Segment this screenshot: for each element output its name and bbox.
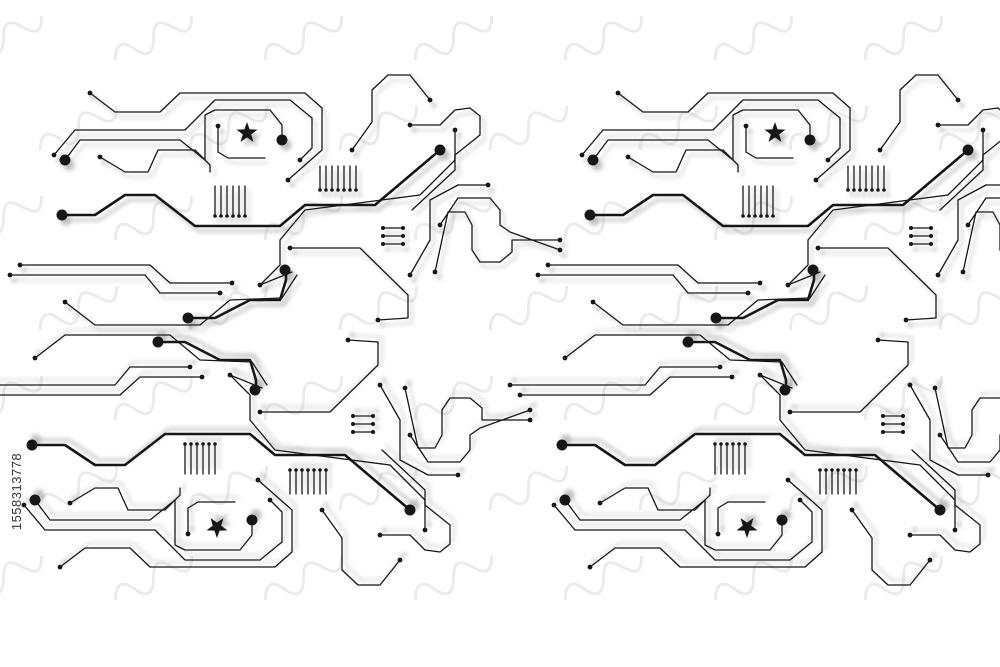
watermark-glyph bbox=[638, 465, 719, 511]
circuit-quadrant-top-right bbox=[536, 75, 1000, 325]
watermark-glyph bbox=[563, 195, 644, 241]
stock-id-text: 1558313778 bbox=[9, 452, 25, 530]
watermark-glyph bbox=[113, 195, 194, 241]
watermark-glyph bbox=[263, 195, 344, 241]
watermark-glyph bbox=[0, 15, 44, 61]
watermark-glyph bbox=[488, 465, 569, 511]
watermark-glyph bbox=[38, 285, 119, 331]
watermark-glyph bbox=[263, 15, 344, 61]
watermark-glyph bbox=[263, 375, 344, 421]
watermark-glyph bbox=[863, 555, 944, 601]
watermark-glyph bbox=[863, 15, 944, 61]
watermark-glyph bbox=[638, 285, 719, 331]
watermark-glyph bbox=[938, 285, 1000, 331]
watermark-glyph bbox=[488, 105, 569, 151]
watermark-glyph bbox=[338, 285, 419, 331]
watermark-pattern bbox=[0, 15, 1000, 601]
circuit-quadrant-bottom-right bbox=[508, 335, 1000, 585]
watermark-glyph bbox=[413, 195, 494, 241]
watermark-glyph bbox=[113, 375, 194, 421]
watermark-glyph bbox=[338, 465, 419, 511]
star-icon bbox=[236, 122, 258, 142]
watermark-glyph bbox=[0, 375, 44, 421]
watermark-glyph bbox=[38, 465, 119, 511]
watermark-glyph bbox=[788, 105, 869, 151]
watermark-glyph bbox=[713, 195, 794, 241]
watermark-glyph bbox=[863, 195, 944, 241]
watermark-glyph bbox=[413, 15, 494, 61]
watermark-glyph bbox=[0, 555, 44, 601]
watermark-glyph bbox=[713, 15, 794, 61]
watermark-glyph bbox=[788, 465, 869, 511]
watermark-glyph bbox=[263, 555, 344, 601]
watermark-glyph bbox=[113, 555, 194, 601]
watermark-glyph bbox=[563, 375, 644, 421]
watermark-glyph bbox=[638, 105, 719, 151]
watermark-glyph bbox=[188, 465, 269, 511]
watermark-glyph bbox=[563, 15, 644, 61]
watermark-glyph bbox=[938, 105, 1000, 151]
watermark-glyph bbox=[413, 555, 494, 601]
watermark-glyph bbox=[38, 105, 119, 151]
watermark-glyph bbox=[113, 15, 194, 61]
watermark-glyph bbox=[788, 285, 869, 331]
watermark-glyph bbox=[338, 105, 419, 151]
circuit-quadrant-top-left bbox=[7, 74, 563, 326]
watermark-glyph bbox=[863, 375, 944, 421]
circuit-quadrant-bottom-left bbox=[0, 335, 532, 585]
watermark-glyph bbox=[713, 555, 794, 601]
watermark-glyph bbox=[0, 195, 44, 241]
watermark-glyph bbox=[188, 105, 269, 151]
watermark-glyph bbox=[563, 555, 644, 601]
stock-id-label: 1558313778 bbox=[6, 426, 28, 556]
watermark-glyph bbox=[488, 285, 569, 331]
